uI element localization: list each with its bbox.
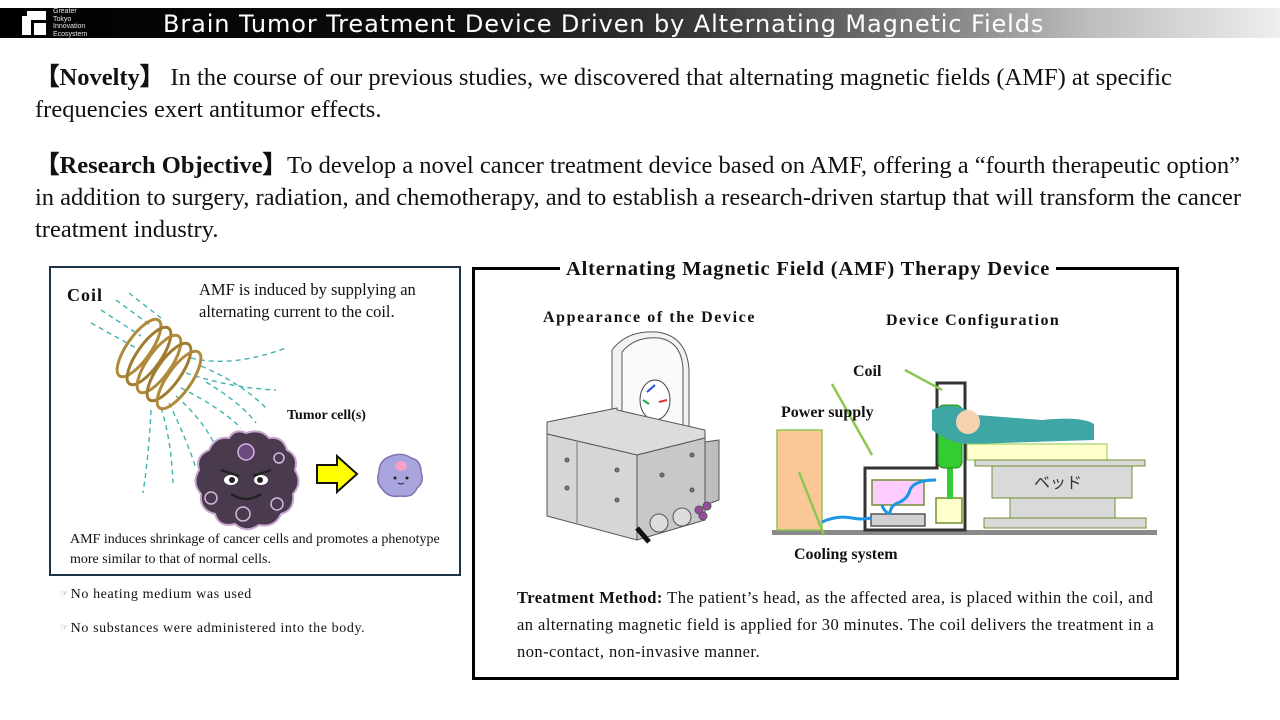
floor: [772, 530, 1157, 535]
treatment-method-text: The patient’s head, as the affected area…: [517, 588, 1155, 661]
header-bar: Greater Tokyo Innovation Ecosystem Brain…: [0, 8, 1280, 38]
power-supply-callout-label: Power supply: [781, 404, 874, 421]
note-text: No substances were administered into the…: [70, 621, 366, 636]
cooling-system-callout-label: Cooling system: [794, 546, 898, 563]
amf-induced-text: AMF is induced by supplying an alternati…: [199, 280, 416, 321]
magnetic-field-arrows-icon: [90, 292, 287, 494]
appearance-heading: Appearance of the Device: [543, 309, 757, 326]
patient: [932, 406, 1094, 445]
cell-transformation-illustration: [194, 430, 424, 531]
novelty-label: 【Novelty】: [35, 64, 165, 91]
amf-effect-text: AMF induces shrinkage of cancer cells an…: [70, 532, 440, 567]
normal-cell-icon: [376, 453, 424, 498]
configuration-heading: Device Configuration: [886, 312, 1061, 329]
objective-label: 【Research Objective】: [35, 152, 287, 179]
device-appearance-illustration: [546, 331, 720, 544]
note-text: No heating medium was used: [70, 587, 252, 602]
logo-line: Ecosystem: [53, 30, 88, 38]
coil-callout-label: Coil: [853, 363, 882, 380]
note-item: ☞No heating medium was used: [60, 587, 252, 603]
pointing-hand-icon: ☞: [60, 589, 69, 599]
hose: [821, 515, 872, 524]
callout-arrows: [797, 368, 943, 536]
bed-label: ベッド: [1034, 473, 1082, 492]
device-panel: Alternating Magnetic Field (AMF) Therapy…: [472, 258, 1179, 680]
objective-paragraph: 【Research Objective】To develop a novel c…: [35, 150, 1250, 246]
device-panel-title: Alternating Magnetic Field (AMF) Therapy…: [560, 258, 1057, 281]
note-item: ☞No substances were administered into th…: [60, 621, 365, 637]
tumor-cell-icon: [194, 430, 300, 531]
logo-line: Innovation: [53, 23, 86, 30]
mechanism-panel: Coil AMF is induced by supplying an alte…: [49, 266, 461, 576]
objective-text: To develop a novel cancer treatment devi…: [35, 152, 1241, 243]
device-configuration-diagram: ベッド: [772, 368, 1157, 536]
treatment-method: Treatment Method: The patient’s head, as…: [517, 584, 1157, 665]
novelty-text: In the course of our previous studies, w…: [35, 64, 1172, 123]
logo-line: Greater: [53, 8, 77, 15]
pointing-hand-icon: ☞: [60, 623, 69, 633]
logo-text: Greater Tokyo Innovation Ecosystem: [53, 8, 87, 38]
treatment-method-label: Treatment Method:: [517, 588, 663, 607]
novelty-paragraph: 【Novelty】 In the course of our previous …: [35, 62, 1250, 126]
page-title: Brain Tumor Treatment Device Driven by A…: [163, 10, 1045, 38]
logo-line: Tokyo: [53, 15, 72, 23]
gtie-logo-icon: [22, 11, 46, 35]
coil-icon: [115, 317, 203, 411]
right-arrow-icon: [316, 453, 359, 495]
coil-label: Coil: [67, 285, 104, 305]
tumor-cell-label: Tumor cell(s): [287, 408, 366, 423]
